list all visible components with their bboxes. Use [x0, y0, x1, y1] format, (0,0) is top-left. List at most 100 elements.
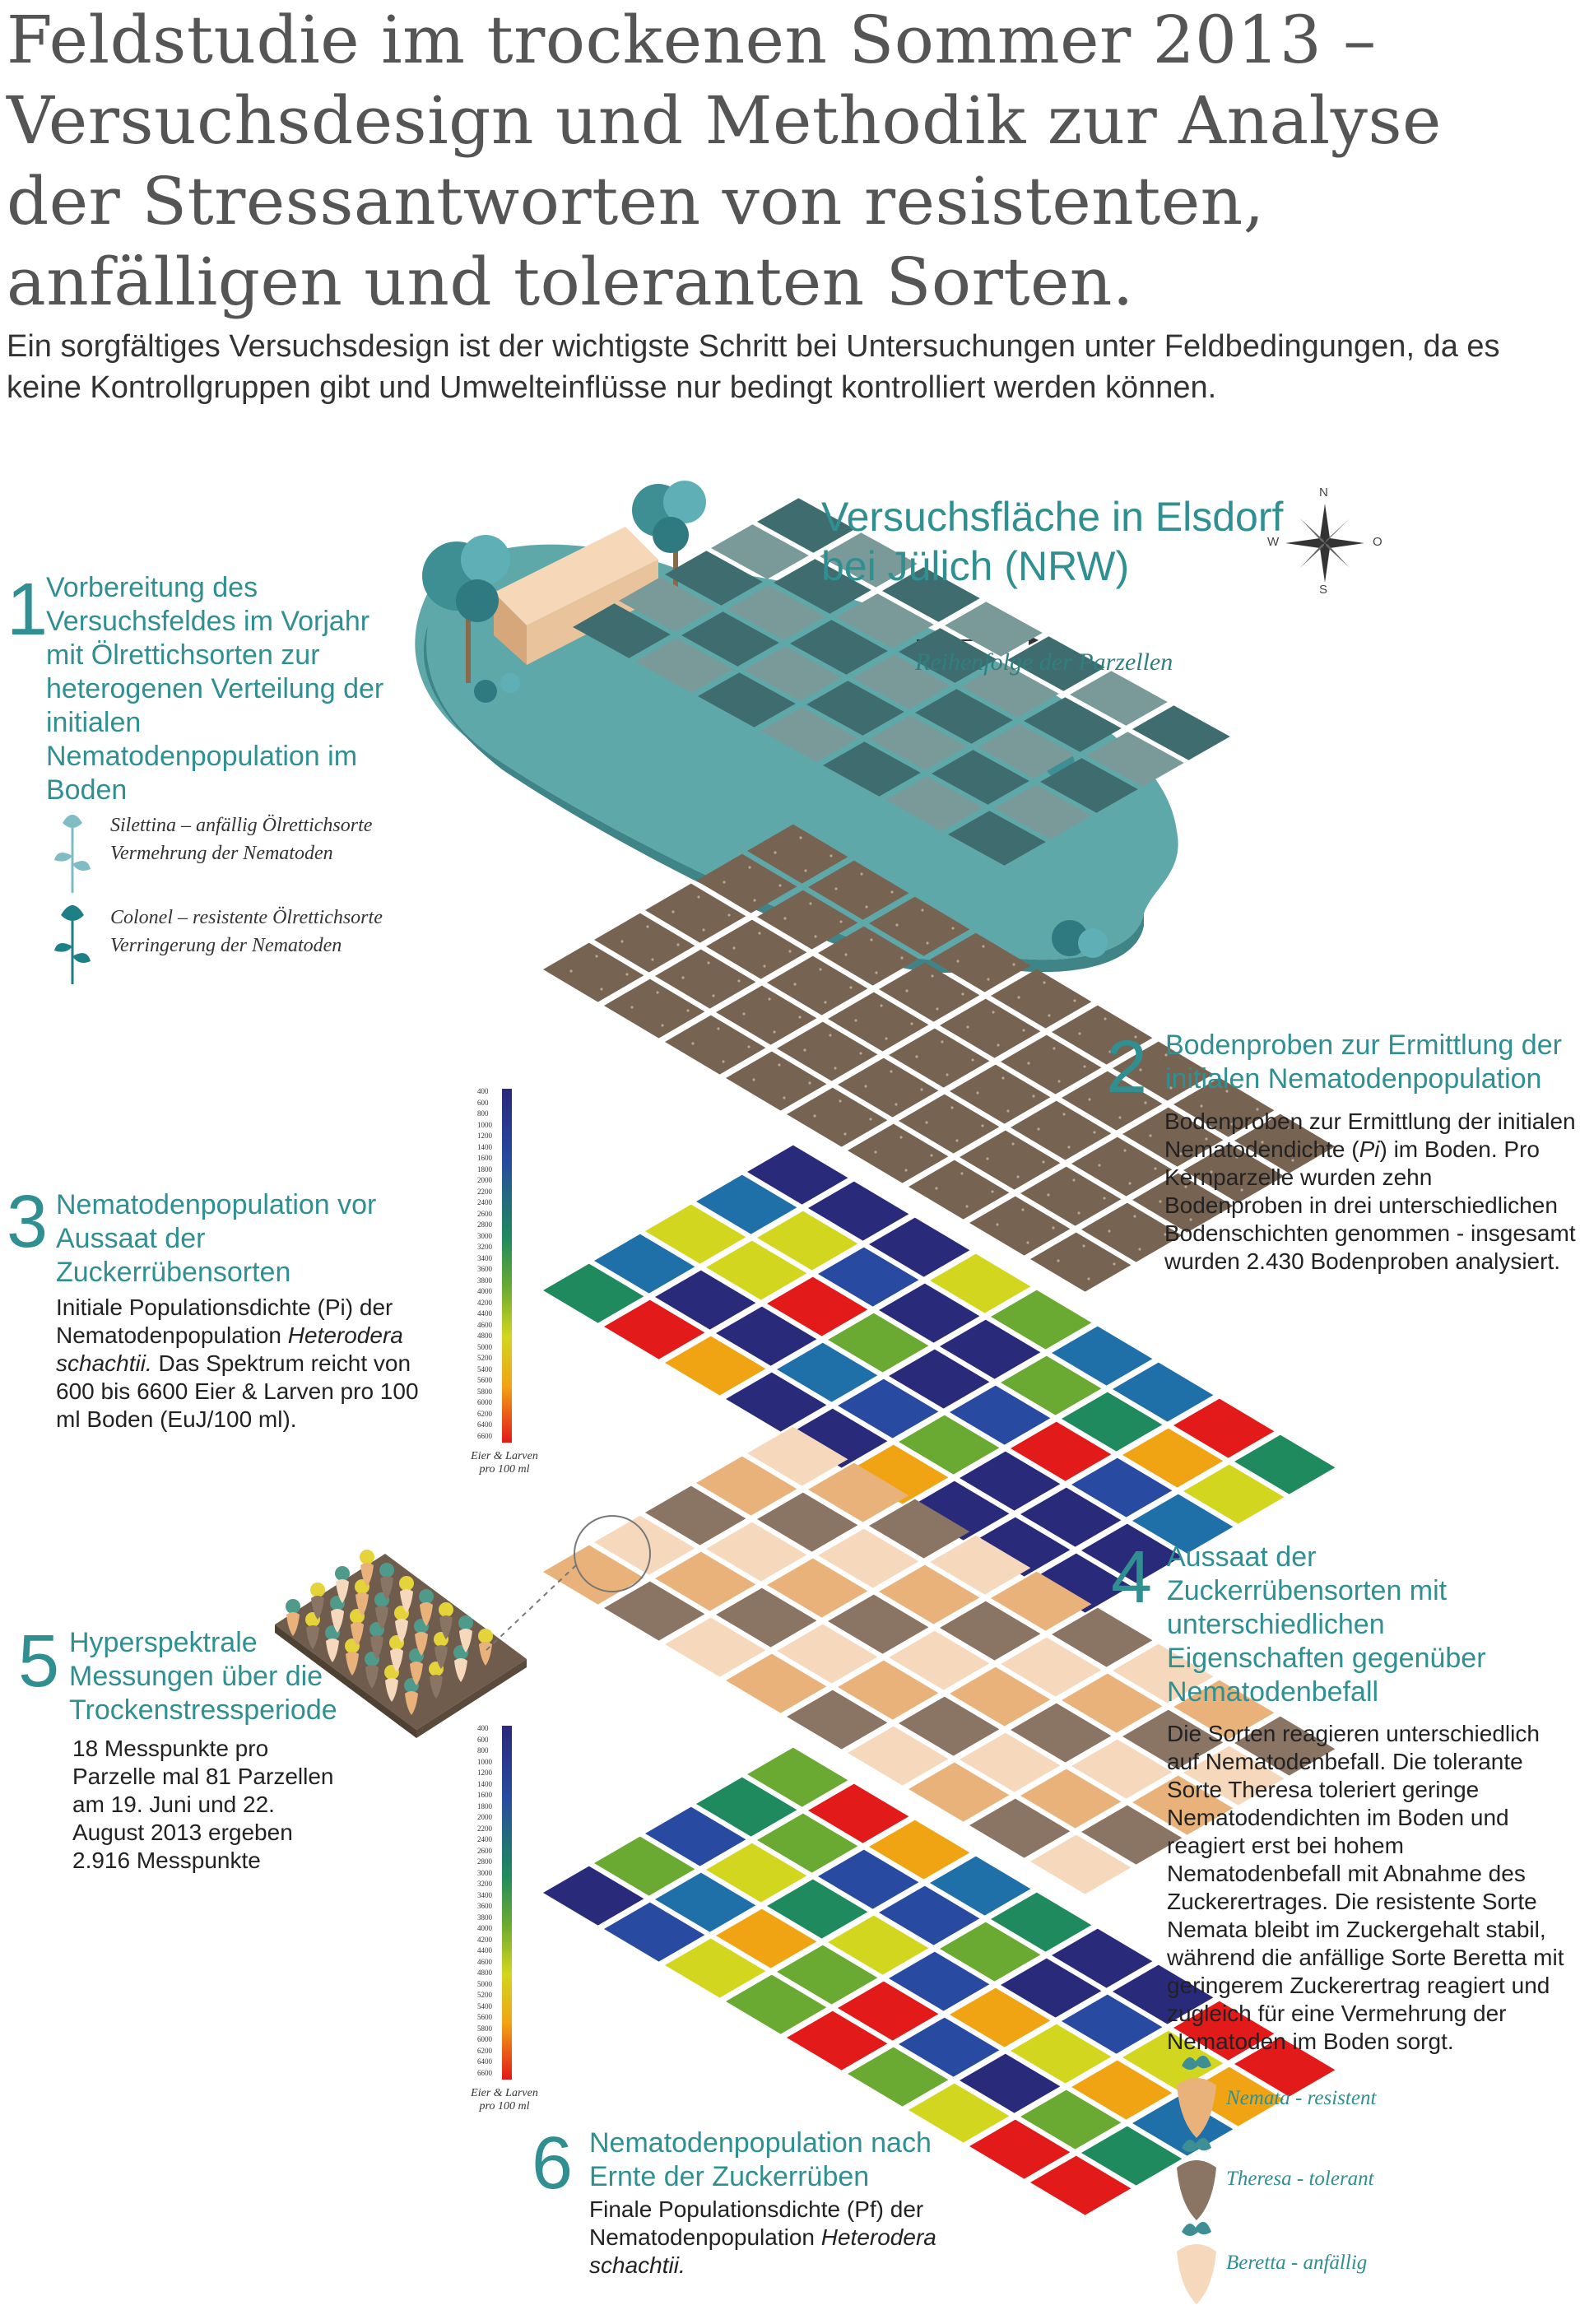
beet-root-icon: [365, 1665, 379, 1689]
scale-tick: 6200: [477, 1409, 492, 1418]
soil-sample-dot: [1047, 1193, 1050, 1197]
soil-sample-dot: [1016, 1175, 1020, 1178]
soil-sample-dot: [1128, 1182, 1132, 1185]
beet-theresa-icon: [1177, 2137, 1216, 2220]
field-plot: [1081, 2126, 1183, 2186]
soil-sample-dot: [899, 1136, 903, 1139]
field-plot: [1011, 2024, 1112, 2084]
field-plot: [767, 1558, 868, 1618]
color-scale-1-label-line1: Eier & Larven: [471, 1450, 538, 1462]
variety-beretta-label: Beretta - anfällig: [1226, 2252, 1368, 2274]
field-plot: [665, 1617, 766, 1677]
compass-o: O: [1373, 535, 1382, 549]
soil-sample-dot: [1042, 1160, 1045, 1164]
field-plot: [1113, 1362, 1214, 1422]
soil-sample-dot: [722, 1060, 725, 1063]
variety-theresa-label: Theresa - tolerant: [1226, 2168, 1374, 2190]
scale-tick: 1000: [477, 1120, 492, 1129]
field-plot: [991, 1290, 1092, 1350]
radish-silettina-line2: Vermehrung der Nematoden: [110, 843, 333, 864]
color-scale-1-label: Eier & Larven pro 100 ml: [467, 1450, 541, 1476]
beet-leaf-icon: [350, 1609, 365, 1624]
field-plot: [1001, 1958, 1102, 2018]
field-plot: [930, 932, 1031, 992]
radish-colonel-line2: Verringerung der Nematoden: [110, 935, 342, 956]
field-plot: [838, 1057, 939, 1118]
field-plot: [706, 1843, 807, 1903]
soil-sample-dot: [1113, 1262, 1116, 1266]
soil-sample-dot: [697, 895, 700, 899]
field-plot: [818, 926, 919, 986]
field-plot: [808, 1783, 909, 1843]
field-plot: [716, 1306, 817, 1366]
beet-leaf-icon: [429, 1662, 444, 1676]
soil-sample-dot: [839, 1099, 842, 1103]
soil-sample-dot: [1159, 1200, 1162, 1203]
soil-sample-dot: [569, 969, 573, 973]
soil-sample-dot: [753, 899, 756, 902]
soil-sample-dot: [1082, 1244, 1085, 1248]
field-plot: [889, 1630, 990, 1690]
scale-tick: 4800: [477, 1332, 492, 1340]
soil-sample-dot: [672, 910, 675, 913]
soil-sample-dot: [1027, 1062, 1030, 1065]
soil-sample-dot: [702, 928, 705, 932]
field-plot: [655, 1872, 756, 1932]
soil-sample-dot: [1118, 1116, 1122, 1119]
field-plot: [594, 913, 695, 973]
field-plot: [696, 1174, 797, 1234]
field-plot: [787, 1408, 888, 1468]
soil-sample-dot: [981, 1124, 984, 1127]
field-plot: [747, 1426, 848, 1486]
soil-sample-dot: [936, 1007, 939, 1011]
scale-tick: 4600: [477, 1957, 492, 1966]
soil-sample-dot: [1001, 1076, 1005, 1080]
field-plot: [790, 620, 888, 675]
beet-leaf-icon: [355, 1579, 369, 1594]
step-6-body-em: Heterodera schachtii.: [589, 2224, 936, 2278]
beet-leaf-icon: [384, 1665, 399, 1680]
scale-tick: 3200: [477, 1243, 492, 1251]
step-1-heading: Vorbereitung des Versuchsfeldes im Vorja…: [46, 572, 384, 806]
beet-root-icon: [385, 1678, 398, 1702]
soil-sample-dot: [1032, 1095, 1035, 1098]
field-plot: [950, 1064, 1051, 1124]
soil-sample-dot: [737, 979, 741, 983]
soil-sample-dot: [900, 956, 904, 960]
plot-order-label: Reihenfolge der Parzellen: [915, 648, 1173, 676]
step-6-number: 6: [532, 2122, 574, 2205]
soil-sample-dot: [814, 935, 817, 938]
soil-sample-dot: [915, 1055, 918, 1058]
soil-sample-dot: [971, 1058, 974, 1062]
field-plot: [828, 1594, 929, 1654]
field-plot: [757, 890, 858, 950]
field-plot: [885, 776, 983, 831]
beet-leaf-icon: [369, 1622, 384, 1637]
scale-tick: 1200: [477, 1769, 492, 1777]
field-plot: [635, 638, 733, 693]
field-plot: [848, 2047, 949, 2107]
field-plot: [1062, 1994, 1163, 2054]
beet-leaf-icon: [458, 1615, 473, 1630]
scale-tick: 2000: [477, 1813, 492, 1821]
soil-sample-dot: [1073, 999, 1076, 1002]
soil-sample-dot: [1026, 1241, 1029, 1244]
field-plot: [787, 2010, 888, 2071]
scale-tick: 5600: [477, 1376, 492, 1384]
step-3-body-em: Heterodera schachtii.: [56, 1322, 403, 1376]
soil-sample-dot: [926, 941, 929, 945]
compass: N S W O: [1267, 486, 1382, 601]
field-plot: [889, 1349, 990, 1409]
beet-leaf-icon: [286, 1599, 300, 1614]
step-4-number: 4: [1111, 1536, 1153, 1619]
color-scale-2-label: Eier & Larven pro 100 ml: [467, 2087, 541, 2113]
field-plot: [940, 1319, 1041, 1379]
field-plot: [594, 1234, 695, 1294]
field-plot: [1052, 1326, 1153, 1386]
field-plot: [1030, 1232, 1132, 1292]
scale-tick: 3600: [477, 1265, 492, 1273]
field-plot: [1071, 2060, 1173, 2120]
field-plot: [940, 1601, 1041, 1661]
soil-sample-dot: [905, 989, 908, 992]
